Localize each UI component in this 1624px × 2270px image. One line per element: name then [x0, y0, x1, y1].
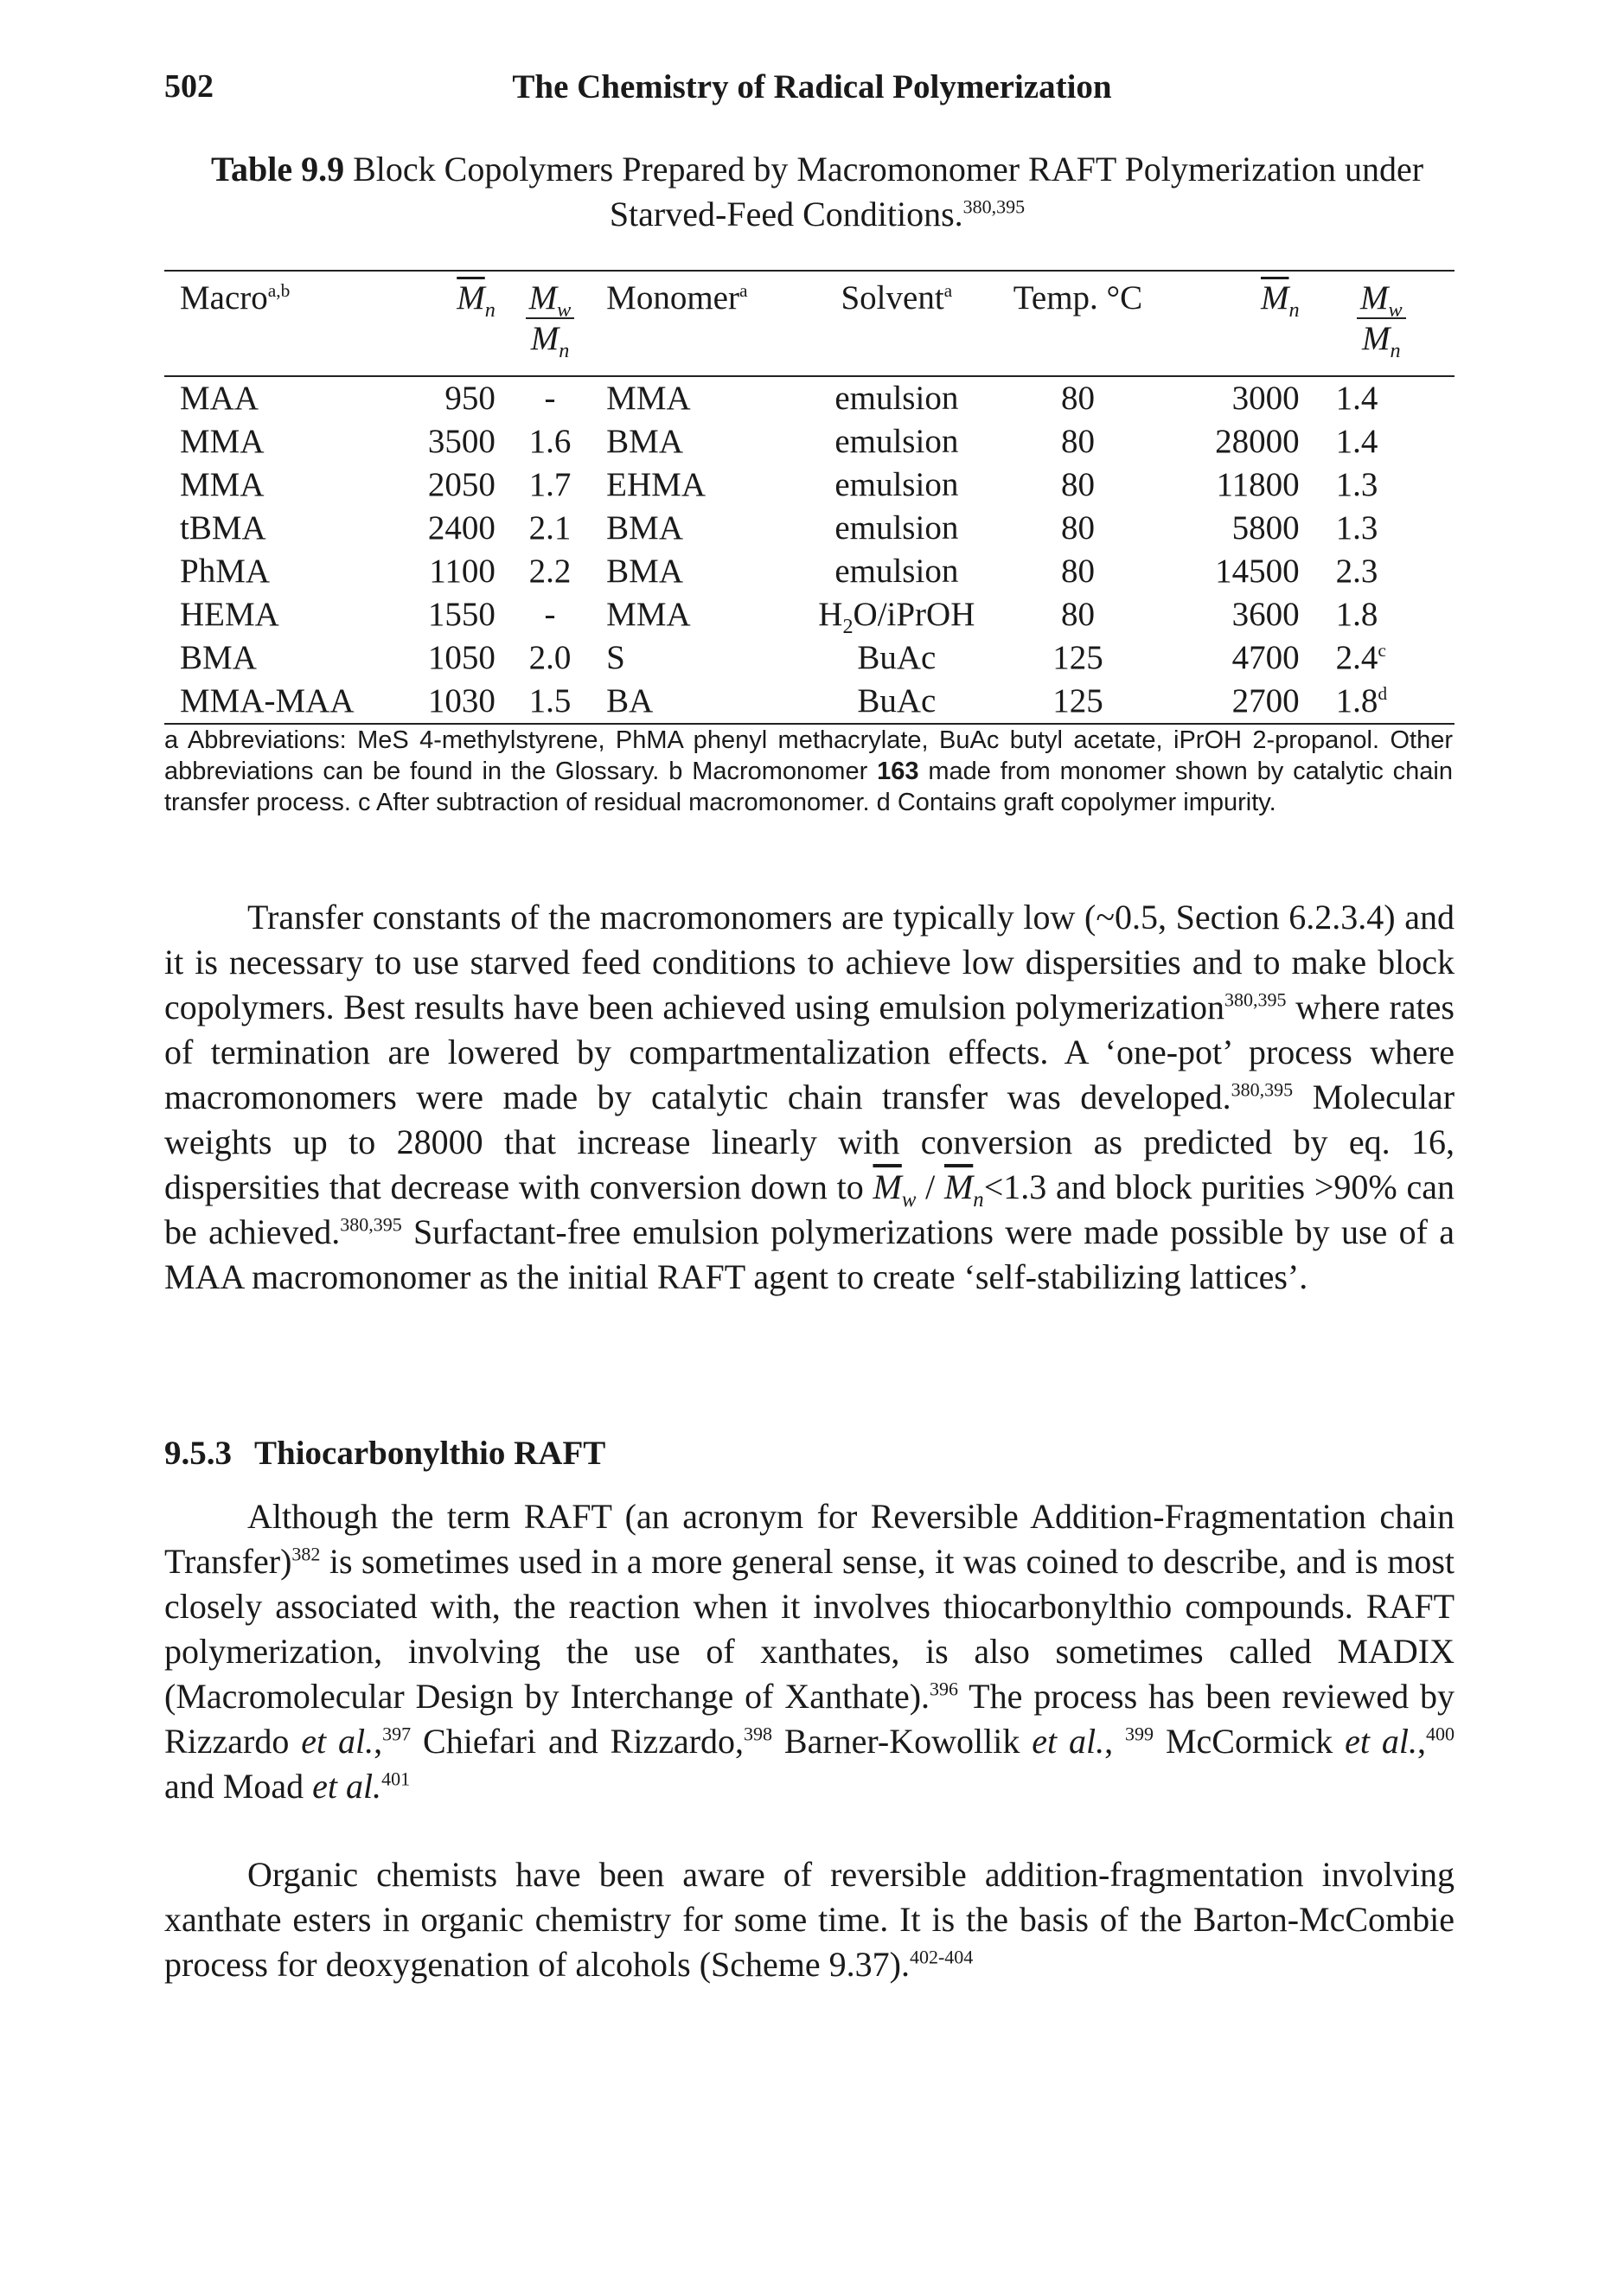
- cell-monomer: BMA: [606, 509, 684, 547]
- cell-mn-product: 2700: [1231, 682, 1300, 719]
- footnote-a: a Abbreviations: MeS 4-methylstyrene, Ph…: [164, 726, 1453, 785]
- cell-mn-product: 4700: [1231, 639, 1300, 676]
- cell-solvent: emulsion: [834, 423, 959, 460]
- cell-dispersity: 2.0: [528, 639, 572, 676]
- cell-dispersity: 1.7: [528, 466, 572, 503]
- cell-temp: 80: [1060, 596, 1095, 633]
- cell-mn-product: 5800: [1231, 509, 1300, 547]
- cell-dispersity-product: 1.4: [1335, 380, 1378, 417]
- cell-mn-product: 28000: [1215, 423, 1300, 460]
- cell-dispersity-product: 1.4: [1335, 423, 1378, 460]
- cell-dispersity-product: 2.3: [1335, 553, 1378, 590]
- cell-monomer: BA: [606, 682, 654, 719]
- col-mn-product: Mn: [1260, 279, 1300, 322]
- cell-temp: 80: [1060, 509, 1095, 547]
- footnote-b: b Macromonomer 163 made from monomer sho…: [164, 758, 1453, 816]
- cell-dispersity-product: 1.8d: [1335, 682, 1388, 719]
- paragraph-organic-chemists: Organic chemists have been aware of reve…: [164, 1855, 1455, 1984]
- running-title: The Chemistry of Radical Polymerization: [512, 68, 1112, 106]
- cell-monomer: MMA: [606, 380, 691, 417]
- cell-mn-product: 3600: [1231, 596, 1300, 633]
- cell-dispersity-product: 1.8: [1335, 596, 1378, 633]
- table-row: MMA-MAA 1030 1.5 BA BuAc 125 2700 1.8d: [164, 680, 1455, 724]
- col-mn: Mn: [457, 279, 496, 322]
- cell-temp: 80: [1060, 423, 1095, 460]
- cell-dispersity-product: 1.3: [1335, 466, 1378, 503]
- caption-reference: 380,395: [962, 195, 1026, 218]
- footnote-c: c After subtraction of residual macromon…: [358, 789, 870, 816]
- cell-macro: tBMA: [180, 509, 266, 547]
- cell-dispersity: -: [544, 596, 556, 633]
- cell-mn: 2050: [427, 466, 496, 503]
- cell-solvent: BuAc: [857, 682, 937, 719]
- cell-dispersity-product: 2.4c: [1335, 639, 1386, 676]
- table-row: MMA 3500 1.6 BMA emulsion 80 28000 1.4: [164, 420, 1455, 464]
- cell-solvent: emulsion: [834, 466, 959, 503]
- cell-solvent: emulsion: [834, 509, 959, 547]
- cell-dispersity: 2.1: [528, 509, 572, 547]
- cell-dispersity-product: 1.3: [1335, 509, 1378, 547]
- cell-mn: 1030: [427, 682, 496, 719]
- cell-mn: 1100: [429, 553, 496, 590]
- paragraph-raft-definition: Although the term RAFT (an acronym for R…: [164, 1497, 1455, 1806]
- cell-mn-product: 14500: [1215, 553, 1300, 590]
- cell-macro: MAA: [180, 380, 259, 417]
- cell-monomer: BMA: [606, 553, 684, 590]
- cell-dispersity: 1.6: [528, 423, 572, 460]
- cell-monomer: S: [606, 639, 625, 676]
- table-caption-text: Block Copolymers Prepared by Macromonome…: [353, 150, 1424, 233]
- cell-dispersity: 1.5: [528, 682, 572, 719]
- cell-temp: 80: [1060, 380, 1095, 417]
- cell-monomer: BMA: [606, 423, 684, 460]
- table-row: MMA 2050 1.7 EHMA emulsion 80 11800 1.3: [164, 464, 1455, 507]
- footnote-d: d Contains graft copolymer impurity.: [876, 789, 1276, 816]
- cell-mn: 950: [444, 380, 496, 417]
- table-footnote: a Abbreviations: MeS 4-methylstyrene, Ph…: [164, 725, 1453, 818]
- cell-temp: 125: [1052, 639, 1103, 676]
- cell-macro: MMA: [180, 423, 265, 460]
- cell-temp: 125: [1052, 682, 1103, 719]
- table-row: tBMA 2400 2.1 BMA emulsion 80 5800 1.3: [164, 507, 1455, 550]
- col-monomer: Monomera: [606, 279, 748, 317]
- cell-mn: 3500: [427, 423, 496, 460]
- cell-dispersity: 2.2: [528, 553, 572, 590]
- cell-solvent: emulsion: [834, 553, 959, 590]
- col-solvent: Solventa: [841, 279, 953, 317]
- cell-mn: 1550: [427, 596, 496, 633]
- cell-temp: 80: [1060, 466, 1095, 503]
- cell-temp: 80: [1060, 553, 1095, 590]
- paragraph-transfer-constants: Transfer constants of the macromonomers …: [164, 898, 1455, 1296]
- table-caption: Table 9.9 Block Copolymers Prepared by M…: [186, 147, 1448, 237]
- page-number: 502: [164, 68, 214, 105]
- cell-solvent: emulsion: [834, 380, 959, 417]
- col-temp: Temp. °C: [1013, 279, 1143, 317]
- cell-mn: 1050: [427, 639, 496, 676]
- cell-macro: BMA: [180, 639, 257, 676]
- table-row: HEMA 1550 - MMA H2O/iPrOH 80 3600 1.8: [164, 593, 1455, 636]
- cell-mn-product: 3000: [1231, 380, 1300, 417]
- table-body: MAA 950 - MMA emulsion 80 3000 1.4 MMA 3…: [164, 376, 1455, 724]
- running-header: 502 The Chemistry of Radical Polymerizat…: [0, 67, 1624, 116]
- cell-macro: MMA: [180, 466, 265, 503]
- table-row: MAA 950 - MMA emulsion 80 3000 1.4: [164, 376, 1455, 420]
- cell-monomer: MMA: [606, 596, 691, 633]
- cell-monomer: EHMA: [606, 466, 706, 503]
- cell-dispersity: -: [544, 380, 556, 417]
- cell-macro: MMA-MAA: [180, 682, 355, 719]
- table-label: Table 9.9: [210, 150, 345, 189]
- cell-macro: PhMA: [180, 553, 271, 590]
- col-macro: Macroa,b: [180, 279, 291, 317]
- cell-solvent: H2O/iPrOH: [818, 596, 975, 638]
- cell-macro: HEMA: [180, 596, 279, 633]
- table-row: BMA 1050 2.0 S BuAc 125 4700 2.4c: [164, 636, 1455, 680]
- table-row: PhMA 1100 2.2 BMA emulsion 80 14500 2.3: [164, 550, 1455, 593]
- cell-mn: 2400: [427, 509, 496, 547]
- cell-solvent: BuAc: [857, 639, 937, 676]
- cell-mn-product: 11800: [1216, 466, 1300, 503]
